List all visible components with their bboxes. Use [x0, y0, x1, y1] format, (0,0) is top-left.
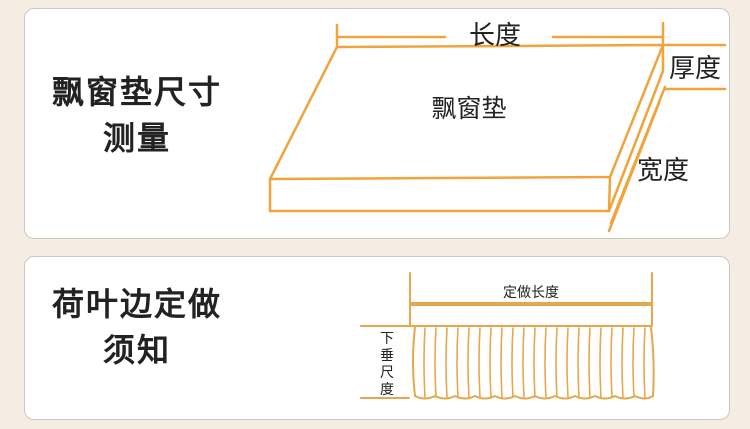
ruffle-fold [445, 327, 448, 398]
ruffle-fold [467, 327, 470, 398]
ruffle-fold [577, 327, 580, 398]
ruffle-fold [555, 327, 558, 398]
ruffle-fold [434, 327, 437, 398]
length-label: 长度 [469, 21, 521, 51]
ruffle-left-edge [412, 326, 416, 397]
length-dimension-line [335, 21, 665, 48]
ruffle-fold [566, 327, 569, 398]
ruffle-fold [478, 327, 481, 398]
ruffle-right-edge [650, 326, 655, 397]
ruffle-fold [533, 327, 536, 398]
ruffle-fold [500, 327, 503, 398]
ruffle-title-line2: 须知 [102, 331, 171, 369]
ruffle-length-label: 定做长度 [503, 285, 559, 301]
ruffle-fold [621, 327, 624, 398]
width-dimension-line [607, 85, 667, 233]
ruffle-fold [456, 327, 459, 398]
cushion-front-face [268, 175, 612, 213]
ruffle-fold [522, 327, 525, 398]
ruffle-fold [423, 327, 426, 398]
ruffle-fold [632, 327, 635, 398]
ruffle-fold [588, 327, 591, 398]
ruffle-fold [544, 327, 547, 398]
thickness-label: 厚度 [669, 54, 721, 84]
window-seat-title-line1: 飘窗垫尺寸 [51, 73, 222, 111]
window-seat-title: 飘窗垫尺寸 测量 [47, 69, 227, 161]
ruffle-fold [643, 327, 646, 398]
width-label: 宽度 [637, 156, 689, 186]
drop-label-char: 度 [380, 382, 394, 398]
ruffle-fold [610, 327, 613, 398]
ruffle-fold [599, 327, 602, 398]
cushion-diagram: 长度 厚度 宽度 飘窗垫 [268, 21, 727, 233]
ruffle-card: 荷叶边定做 须知 定做长度 下 垂 尺 度 [24, 256, 730, 420]
window-seat-title-line2: 测量 [102, 119, 171, 157]
drop-label-char: 下 [380, 331, 394, 347]
ruffle-fold [511, 327, 514, 398]
ruffle-fold [489, 327, 492, 398]
drop-label: 下 垂 尺 度 [380, 331, 394, 398]
ruffle-folds [423, 327, 646, 398]
window-seat-card: 飘窗垫尺寸 测量 长度 厚度 宽度 飘窗垫 [24, 8, 730, 239]
cushion-center-label: 飘窗垫 [431, 94, 506, 123]
thickness-dimension-line [663, 43, 727, 91]
ruffle-hem [414, 395, 654, 400]
ruffle-title: 荷叶边定做 须知 [47, 281, 227, 373]
drop-label-char: 垂 [380, 348, 394, 364]
drop-dimension-line [360, 325, 410, 399]
cushion-side-face [607, 43, 665, 213]
ruffle-band [409, 304, 653, 327]
ruffle-diagram: 定做长度 下 垂 尺 度 [360, 272, 655, 400]
drop-label-char: 尺 [380, 365, 394, 381]
ruffle-title-line1: 荷叶边定做 [51, 285, 222, 323]
